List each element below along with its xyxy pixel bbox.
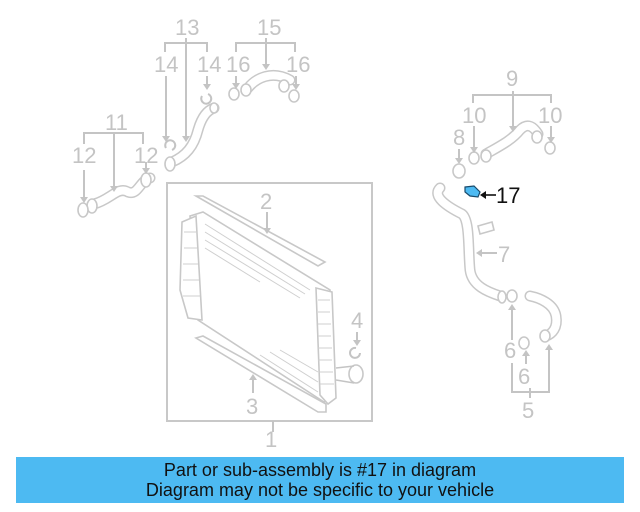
- callout-6-right: 6: [518, 364, 530, 389]
- clip-14-right[interactable]: [200, 93, 213, 105]
- intercooler-assembly[interactable]: [166, 182, 373, 422]
- clamp-12-right[interactable]: [140, 172, 152, 188]
- hose-15[interactable]: [240, 70, 296, 97]
- callout-8: 8: [453, 125, 465, 150]
- clamp-10-left[interactable]: [468, 151, 480, 165]
- banner-disclaimer-line: Diagram may not be specific to your vehi…: [145, 480, 495, 500]
- callout-5: 5: [522, 398, 534, 423]
- callout-16-right: 16: [286, 52, 310, 77]
- pipe-7[interactable]: [432, 182, 507, 304]
- clamp-8[interactable]: [452, 163, 466, 179]
- clip-14-left[interactable]: [164, 139, 177, 151]
- callout-4: 4: [351, 308, 363, 333]
- callout-1: 1: [265, 427, 277, 452]
- clamp-12-left[interactable]: [77, 202, 89, 218]
- clamp-16-left[interactable]: [228, 87, 240, 101]
- part-17-highlighted[interactable]: [464, 185, 481, 198]
- clamp-6-upper[interactable]: [506, 289, 518, 303]
- callout-15: 15: [257, 15, 281, 40]
- info-banner: Part or sub-assembly is #17 in diagram D…: [16, 457, 624, 503]
- clamp-16-right[interactable]: [288, 89, 300, 103]
- callout-2: 2: [260, 189, 272, 214]
- callout-17: 17: [496, 183, 520, 208]
- callout-10-right: 10: [538, 103, 562, 128]
- clamp-10-right[interactable]: [544, 141, 556, 155]
- hose-5[interactable]: [524, 290, 562, 343]
- banner-part-line: Part or sub-assembly is #17 in diagram: [163, 460, 477, 480]
- callout-6-left: 6: [504, 338, 516, 363]
- callout-3: 3: [246, 394, 258, 419]
- callout-16-left: 16: [226, 52, 250, 77]
- callout-14-right: 14: [197, 52, 221, 77]
- callout-14-left: 14: [154, 52, 178, 77]
- callout-11: 11: [105, 110, 128, 135]
- hose-9[interactable]: [480, 120, 544, 163]
- callout-13: 13: [175, 15, 199, 40]
- pipe-13[interactable]: [164, 102, 220, 172]
- hose-11[interactable]: [86, 172, 156, 214]
- callout-12-left: 12: [72, 143, 96, 168]
- callout-7: 7: [498, 242, 510, 267]
- clamp-6-lower[interactable]: [518, 336, 530, 350]
- callout-9: 9: [506, 66, 518, 91]
- callout-10-left: 10: [462, 103, 486, 128]
